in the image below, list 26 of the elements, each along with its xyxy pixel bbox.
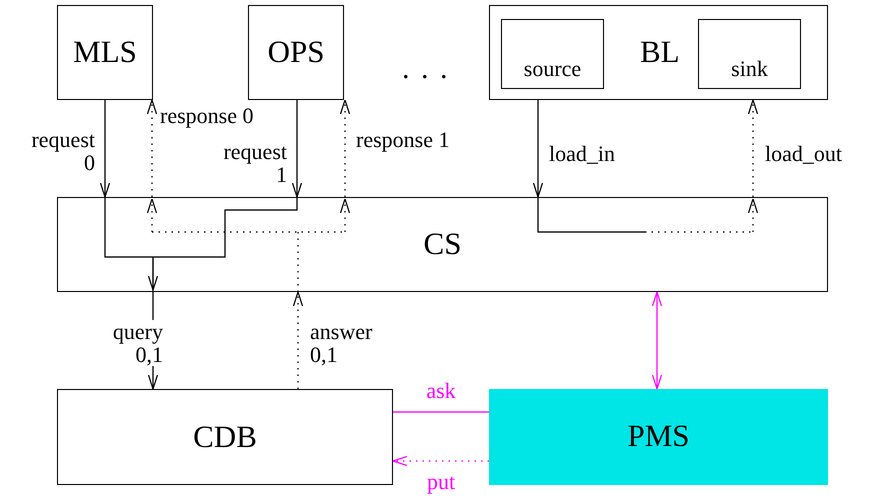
container-box [489, 5, 828, 100]
process-box [501, 19, 604, 89]
node-label: PMS [626, 420, 691, 450]
node-label: CS [422, 228, 462, 259]
node-label: OPS [266, 36, 326, 67]
node-label: CDB [192, 420, 258, 452]
arrow [748, 99, 758, 197]
process-box [489, 389, 828, 485]
node-label: BL [640, 36, 680, 67]
process-box [248, 5, 344, 100]
ellipsis-text: . . . [402, 52, 450, 86]
arrow [292, 291, 304, 389]
process-box [57, 197, 828, 292]
arrow [100, 100, 110, 198]
arrow [146, 99, 158, 197]
process-box [57, 389, 393, 485]
arrow [392, 456, 489, 466]
process-box [57, 5, 153, 100]
node-label: sink [730, 58, 769, 80]
arrow [340, 99, 350, 197]
arrow [292, 100, 302, 198]
node-label: MLS [72, 36, 138, 67]
arrow [532, 100, 544, 198]
process-box [698, 19, 801, 89]
node-label: source [522, 58, 582, 80]
arrow [652, 291, 662, 390]
